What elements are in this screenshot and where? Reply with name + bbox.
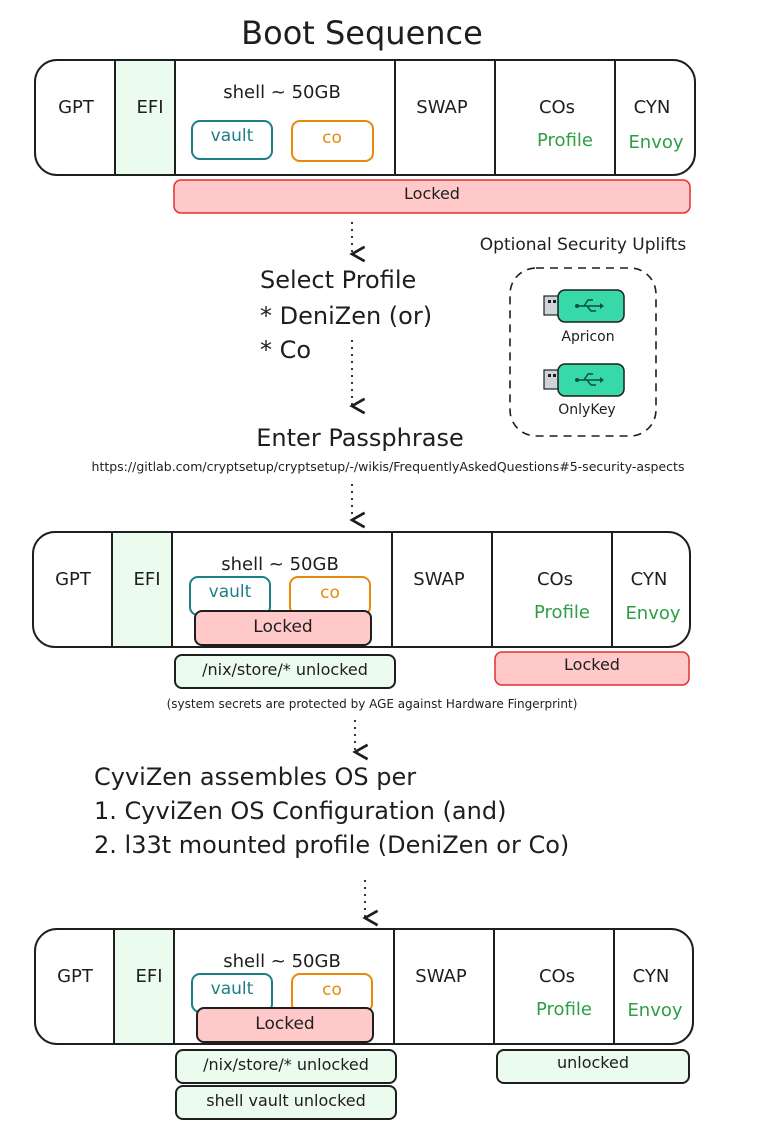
shell-label: shell ~ 50GB (221, 554, 339, 575)
cyn-label: CYN (633, 966, 670, 987)
swap-label: SWAP (415, 966, 467, 987)
cos-label: COs (539, 966, 575, 987)
efi-partition (114, 59, 176, 176)
cos-label: COs (539, 97, 575, 118)
efi-label: EFI (135, 966, 162, 987)
security-uplifts-title: Optional Security Uplifts (480, 235, 687, 255)
efi-partition (113, 928, 175, 1045)
vault-volume (191, 120, 273, 160)
efi-partition (111, 531, 173, 648)
envoy-label: Envoy (627, 1000, 682, 1021)
cos-label: COs (537, 569, 573, 590)
envoy-label: Envoy (628, 132, 683, 153)
security-uplifts-group: Optional Security Uplifts Apricon (480, 235, 687, 437)
profile-unlocked-bar (496, 1049, 690, 1084)
assemble-line-1: CyviZen assembles OS per (94, 763, 416, 791)
locked-bar-label: Locked (404, 184, 460, 203)
vault-label: vault (211, 126, 254, 146)
disk-layout-stage-1: GPT EFI shell ~ 50GB vault co SWAP COs P… (34, 59, 696, 214)
profile-locked-label: Locked (564, 655, 620, 674)
cryptsetup-faq-link[interactable]: https://gitlab.com/cryptsetup/cryptsetup… (92, 459, 685, 474)
swap-label: SWAP (413, 569, 465, 590)
co-volume (291, 120, 374, 162)
co-label: co (320, 583, 340, 603)
nix-store-unlocked-label: /nix/store/* unlocked (203, 1055, 369, 1074)
locked-bar (173, 179, 691, 214)
efi-label: EFI (136, 97, 163, 118)
select-profile-option-denizen: * DeniZen (or) (260, 302, 432, 330)
vault-label: vault (211, 979, 254, 999)
profile-label: Profile (536, 999, 592, 1020)
select-profile-step: Select Profile * DeniZen (or) * Co (260, 266, 432, 364)
swap-label: SWAP (416, 97, 468, 118)
onlykey-label: OnlyKey (558, 402, 615, 418)
gpt-label: GPT (55, 569, 92, 590)
shell-vault-unlocked-bar (175, 1085, 397, 1120)
disk-layout-stage-3: GPT EFI shell ~ 50GB vault co Locked SWA… (34, 928, 694, 1120)
security-uplifts-box (509, 267, 657, 437)
profile-label: Profile (534, 602, 590, 623)
diagram-title: Boot Sequence (241, 14, 483, 52)
gpt-label: GPT (57, 966, 94, 987)
age-protection-note: (system secrets are protected by AGE aga… (167, 697, 578, 711)
profile-locked-bar (494, 651, 690, 686)
passphrase-title: Enter Passphrase (256, 424, 463, 452)
profile-unlocked-label: unlocked (557, 1053, 629, 1072)
shell-vault-unlocked-label: shell vault unlocked (206, 1091, 366, 1110)
nix-store-unlocked-bar (174, 654, 396, 689)
disk-layout-stage-2: GPT EFI shell ~ 50GB vault co Locked SWA… (32, 531, 691, 689)
shell-label: shell ~ 50GB (223, 82, 341, 103)
co-label: co (322, 980, 342, 1000)
nix-store-unlocked-label: /nix/store/* unlocked (202, 660, 368, 679)
shell-locked-bar (194, 610, 372, 646)
shell-locked-label: Locked (255, 1014, 314, 1034)
cyn-label: CYN (634, 97, 671, 118)
cyn-label: CYN (631, 569, 668, 590)
apricon-label: Apricon (561, 329, 614, 345)
vault-label: vault (209, 582, 252, 602)
nix-store-unlocked-bar (175, 1049, 397, 1084)
profile-label: Profile (537, 130, 593, 151)
co-label: co (322, 128, 342, 148)
usb-key-icon (543, 289, 625, 323)
gpt-label: GPT (58, 97, 95, 118)
usb-key-icon (543, 363, 625, 397)
assemble-os-step: CyviZen assembles OS per 1. CyviZen OS C… (94, 763, 569, 859)
select-profile-title: Select Profile (260, 266, 416, 294)
shell-label: shell ~ 50GB (223, 951, 341, 972)
assemble-line-2: 1. CyviZen OS Configuration (and) (94, 797, 506, 825)
envoy-label: Envoy (625, 603, 680, 624)
shell-locked-bar (196, 1007, 374, 1043)
assemble-line-3: 2. l33t mounted profile (DeniZen or Co) (94, 831, 569, 859)
efi-label: EFI (133, 569, 160, 590)
shell-locked-label: Locked (253, 617, 312, 637)
select-profile-option-co: * Co (260, 336, 311, 364)
